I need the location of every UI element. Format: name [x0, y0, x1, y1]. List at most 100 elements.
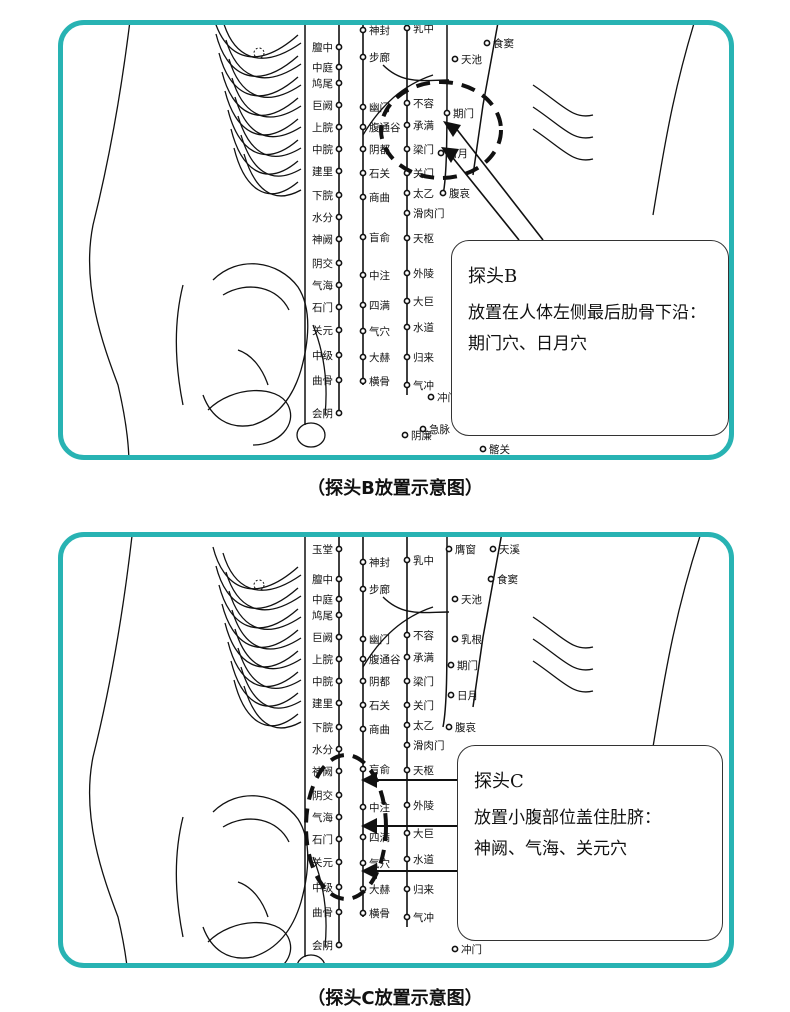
- acupoint-o3-label: 天池: [461, 53, 482, 66]
- acupoint-c2-label: 中庭: [312, 61, 333, 74]
- acupoint-k5-label: 石关: [369, 699, 390, 712]
- spleen-meridian-line: [442, 537, 448, 728]
- acupoint-k12-dot: [359, 909, 367, 917]
- acupoint-c7-label: 建里: [312, 697, 333, 710]
- acupoint-e3-label: 髂关: [489, 443, 510, 455]
- acupoint-c4-label: 巨阙: [312, 99, 333, 112]
- acupoint-s10-dot: [403, 855, 411, 863]
- acupoint-s10-dot: [403, 323, 411, 331]
- probe-b-points: 期门穴、日月穴: [468, 334, 587, 354]
- acupoint-c10-dot: [335, 235, 343, 243]
- acupoint-c8-dot: [335, 723, 343, 731]
- acupoint-o7-label: 腹哀: [449, 187, 470, 200]
- acupoint-s7-dot: [403, 234, 411, 242]
- acupoint-c16-label: 曲骨: [312, 907, 333, 919]
- acupoint-c16-dot: [335, 908, 343, 916]
- acupoint-s3-dot: [403, 145, 411, 153]
- acupoint-e2-dot: [427, 393, 435, 401]
- rib-bone-inner: [243, 153, 302, 197]
- acupoint-s6-label: 滑肉门: [413, 739, 445, 752]
- acupoint-s11-dot: [403, 353, 411, 361]
- acupoint-s8-dot: [403, 801, 411, 809]
- rib-bone-right: [532, 616, 594, 649]
- rib-bone-inner: [231, 77, 302, 118]
- acupoint-o7-dot: [439, 189, 447, 197]
- acupoint-k6-dot: [359, 725, 367, 733]
- costal-arc-line: [362, 606, 434, 668]
- acupoint-k9-dot: [359, 301, 367, 309]
- probe-c-diagram-panel: 玉堂膻中中庭鸠尾巨阙上脘中脘建里下脘水分神阙阴交气海石门关元中级曲骨会阴神封步廊…: [58, 532, 734, 968]
- acupoint-k3-dot: [359, 123, 367, 131]
- probe-c-caption: （探头C放置示意图）: [307, 988, 483, 1009]
- acupoint-o2-label: 食窦: [493, 37, 514, 50]
- rib-bone: [233, 147, 299, 195]
- acupoint-c13-dot: [335, 303, 343, 311]
- acupoint-c11-dot: [335, 791, 343, 799]
- acupoint-c16-label: 曲骨: [312, 375, 333, 387]
- acupoint-s6-dot: [403, 209, 411, 217]
- rib-bone: [224, 90, 299, 136]
- outer-meridian-line: [472, 25, 499, 176]
- acupoint-k1-dot: [359, 53, 367, 61]
- torso-outline-right: [652, 25, 695, 216]
- acupoint-o6-dot: [437, 149, 445, 157]
- acupoint-k4-dot: [359, 145, 367, 153]
- probe-b-diagram-panel: 玉堂膻中中庭鸠尾巨阙上脘中脘建里下脘水分神阙阴交气海石门关元中级曲骨会阴神封步廊…: [58, 20, 734, 460]
- probe-c-arrowhead-2: [361, 818, 377, 834]
- acupoint-s0-dot: [403, 556, 411, 564]
- acupoint-c15-dot: [335, 883, 343, 891]
- acupoint-c9-dot: [335, 213, 343, 221]
- rib-bone-right: [532, 638, 594, 671]
- acupoint-c6-label: 中脘: [312, 675, 333, 688]
- acupoint-o0-label: 膺窗: [455, 543, 476, 556]
- acupoint-s11-label: 归来: [413, 351, 434, 364]
- rib-bone-inner: [234, 628, 302, 670]
- body-figure: 玉堂膻中中庭鸠尾巨阙上脘中脘建里下脘水分神阙阴交气海石门关元中级曲骨会阴神封步廊…: [88, 537, 701, 963]
- acupoint-s1-label: 不容: [413, 97, 434, 110]
- rib-bone-right: [532, 660, 594, 693]
- acupoint-e0-dot: [401, 431, 409, 439]
- acupoint-c0-label: 玉堂: [312, 544, 333, 556]
- acupoint-k2-dot: [359, 635, 367, 643]
- rib-arc-line: [382, 64, 450, 82]
- acupoint-body-diagram-b: 玉堂膻中中庭鸠尾巨阙上脘中脘建里下脘水分神阙阴交气海石门关元中级曲骨会阴神封步廊…: [88, 25, 695, 455]
- acupoint-k9-dot: [359, 833, 367, 841]
- rib-bone: [212, 546, 299, 590]
- rib-bone: [230, 660, 299, 707]
- acupoint-s9-label: 大巨: [413, 295, 434, 308]
- acupoint-k7-dot: [359, 765, 367, 773]
- acupoint-k1-dot: [359, 585, 367, 593]
- acupoint-s2-dot: [403, 653, 411, 661]
- pubis-line: [312, 856, 327, 948]
- acupoint-k11-dot: [359, 353, 367, 361]
- acupoint-s0-dot: [403, 25, 411, 32]
- acupoint-c15-label: 中级: [312, 349, 333, 362]
- acupoint-k0-dot: [359, 26, 367, 34]
- rib-bone: [215, 33, 299, 77]
- acupoint-c5-dot: [335, 123, 343, 131]
- acupoint-s7-label: 天枢: [413, 232, 434, 245]
- acupoint-c5-label: 上脘: [312, 653, 333, 666]
- waist-outline-left: [175, 816, 184, 938]
- acupoint-s0-label: 乳中: [413, 554, 434, 567]
- rib-bone-inner: [228, 58, 302, 98]
- acupoint-c4-label: 巨阙: [312, 631, 333, 644]
- acupoint-c10-label: 神阙: [312, 233, 333, 246]
- probe-c-info-card: 探头C 放置小腹部位盖住肚脐： 神阙、气海、关元穴: [457, 745, 723, 941]
- rib-bone-inner: [222, 552, 302, 591]
- rib-bone-inner: [237, 115, 302, 157]
- acupoint-s9-dot: [403, 829, 411, 837]
- probe-b-arrowhead-2: [441, 147, 459, 163]
- acupoint-e2-dot: [451, 945, 459, 953]
- probe-b-title: 探头B: [468, 266, 518, 287]
- acupoint-k7-label: 盲俞: [369, 231, 390, 244]
- nipple-mark: [253, 47, 265, 59]
- acupoint-s9-label: 大巨: [413, 827, 434, 840]
- acupoint-s5-dot: [403, 721, 411, 729]
- acupoint-s5-dot: [403, 189, 411, 197]
- probe-c-arrowhead-3: [361, 863, 377, 879]
- acupoint-o2-dot: [487, 575, 495, 583]
- acupoint-k8-dot: [359, 271, 367, 279]
- pelvis-inner: [237, 349, 269, 386]
- acupoint-k9-label: 四满: [369, 300, 390, 312]
